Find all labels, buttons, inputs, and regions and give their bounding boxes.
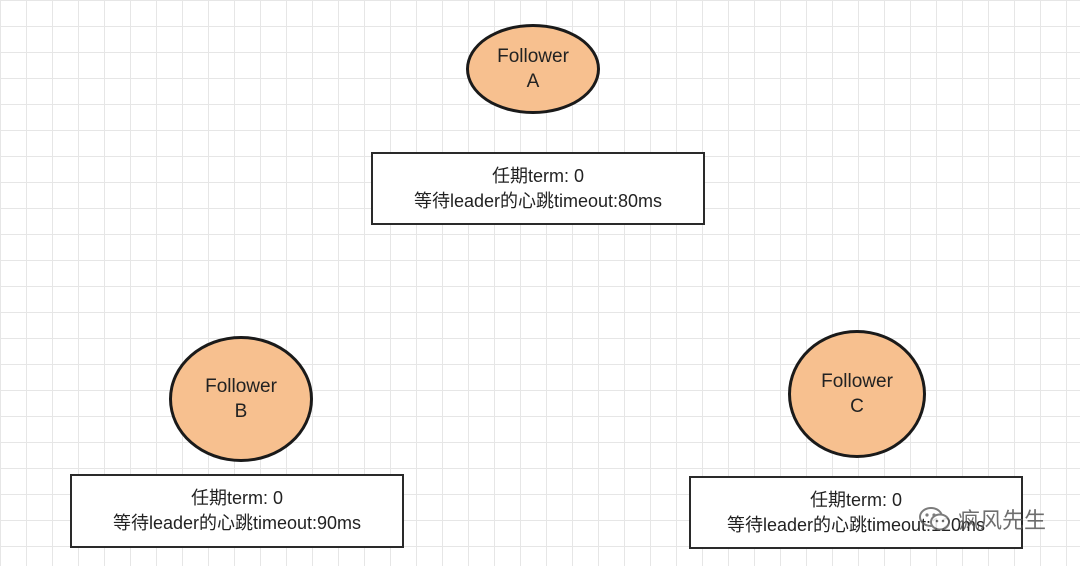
node-follower-b: Follower B (169, 336, 313, 462)
info-box-c: 任期term: 0 等待leader的心跳timeout:120ms (689, 476, 1023, 549)
info-box-b: 任期term: 0 等待leader的心跳timeout:90ms (70, 474, 404, 548)
term-text: 任期term: 0 (190, 488, 283, 508)
timeout-text: 等待leader的心跳timeout:90ms (112, 513, 362, 533)
timeout-text: 等待leader的心跳timeout:80ms (413, 190, 663, 211)
node-label: A (526, 71, 540, 92)
node-role: Follower (205, 376, 277, 397)
wechat-icon (918, 507, 950, 531)
info-box-a: 任期term: 0 等待leader的心跳timeout:80ms (371, 152, 705, 225)
node-role: Follower (821, 371, 893, 392)
term-text: 任期term: 0 (809, 489, 902, 510)
node-follower-c: Follower C (788, 330, 926, 458)
watermark-text: 疯风先生 (957, 508, 1046, 533)
node-label: C (850, 396, 864, 417)
node-follower-a: Follower A (466, 24, 600, 114)
watermark: 疯风先生 (918, 503, 1046, 535)
term-text: 任期term: 0 (491, 165, 584, 186)
node-role: Follower (497, 46, 569, 67)
node-label: B (234, 401, 248, 422)
